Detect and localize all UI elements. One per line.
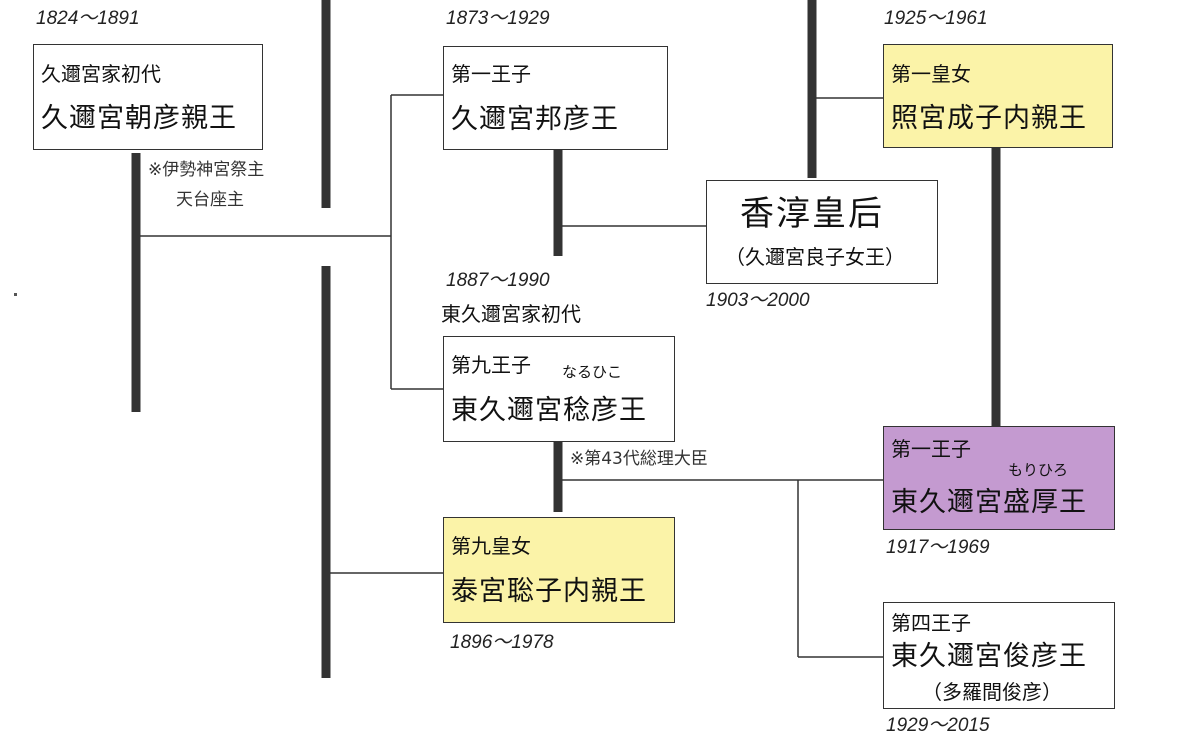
morihiro-years: 1917～1969: [886, 537, 990, 558]
kuniyoshi-title: 第一王子: [451, 62, 531, 86]
naruhiko-years: 1887～1990: [446, 270, 550, 291]
person-box-kuniyoshi[interactable]: 第一王子 久邇宮邦彦王: [443, 46, 668, 150]
naruhiko-note: ※第43代総理大臣: [570, 449, 708, 469]
asahiko-note-1: ※伊勢神宮祭主: [148, 160, 265, 180]
satoko-name: 泰宮聡子内親王: [451, 576, 647, 607]
morihiro-name: 東久邇宮盛厚王: [891, 487, 1087, 518]
shigeko-years: 1925～1961: [884, 8, 988, 29]
person-box-shigeko[interactable]: 第一皇女 照宮成子内親王: [883, 44, 1113, 148]
person-box-naruhiko[interactable]: 第九王子 なるひこ 東久邇宮稔彦王: [443, 336, 675, 442]
satoko-years: 1896～1978: [450, 632, 554, 653]
person-box-asahiko[interactable]: 久邇宮家初代 久邇宮朝彦親王: [33, 44, 263, 150]
person-box-satoko[interactable]: 第九皇女 泰宮聡子内親王: [443, 517, 675, 623]
shigeko-title: 第一皇女: [891, 62, 971, 86]
morihiro-reading: もりひろ: [1008, 461, 1069, 479]
naruhiko-title: 第九王子: [451, 353, 531, 377]
kuniyoshi-name: 久邇宮邦彦王: [451, 104, 619, 135]
person-box-morihiro[interactable]: 第一王子 もりひろ 東久邇宮盛厚王: [883, 426, 1115, 530]
toshihiko-years: 1929～2015: [886, 715, 990, 736]
toshihiko-name: 東久邇宮俊彦王: [891, 641, 1087, 672]
kojun-years: 1903～2000: [706, 290, 810, 311]
naruhiko-name: 東久邇宮稔彦王: [451, 395, 647, 426]
asahiko-years: 1824～1891: [36, 8, 140, 29]
asahiko-name: 久邇宮朝彦親王: [41, 103, 237, 134]
stray-dot: [14, 293, 17, 296]
naruhiko-reading: なるひこ: [562, 363, 623, 381]
kojun-alias: （久邇宮良子女王）: [725, 245, 905, 269]
satoko-title: 第九皇女: [451, 534, 531, 558]
kuniyoshi-years: 1873～1929: [446, 8, 550, 29]
asahiko-note-2: 天台座主: [176, 190, 244, 210]
shigeko-name: 照宮成子内親王: [891, 103, 1087, 134]
asahiko-title: 久邇宮家初代: [41, 62, 161, 86]
morihiro-title: 第一王子: [891, 437, 971, 461]
toshihiko-title: 第四王子: [891, 611, 971, 635]
toshihiko-alias: （多羅間俊彦）: [922, 680, 1062, 704]
naruhiko-house: 東久邇宮家初代: [441, 302, 581, 326]
kojun-name: 香淳皇后: [740, 194, 884, 234]
person-box-kojun[interactable]: 香淳皇后 （久邇宮良子女王）: [706, 180, 938, 284]
person-box-toshihiko[interactable]: 第四王子 東久邇宮俊彦王 （多羅間俊彦）: [883, 602, 1115, 709]
